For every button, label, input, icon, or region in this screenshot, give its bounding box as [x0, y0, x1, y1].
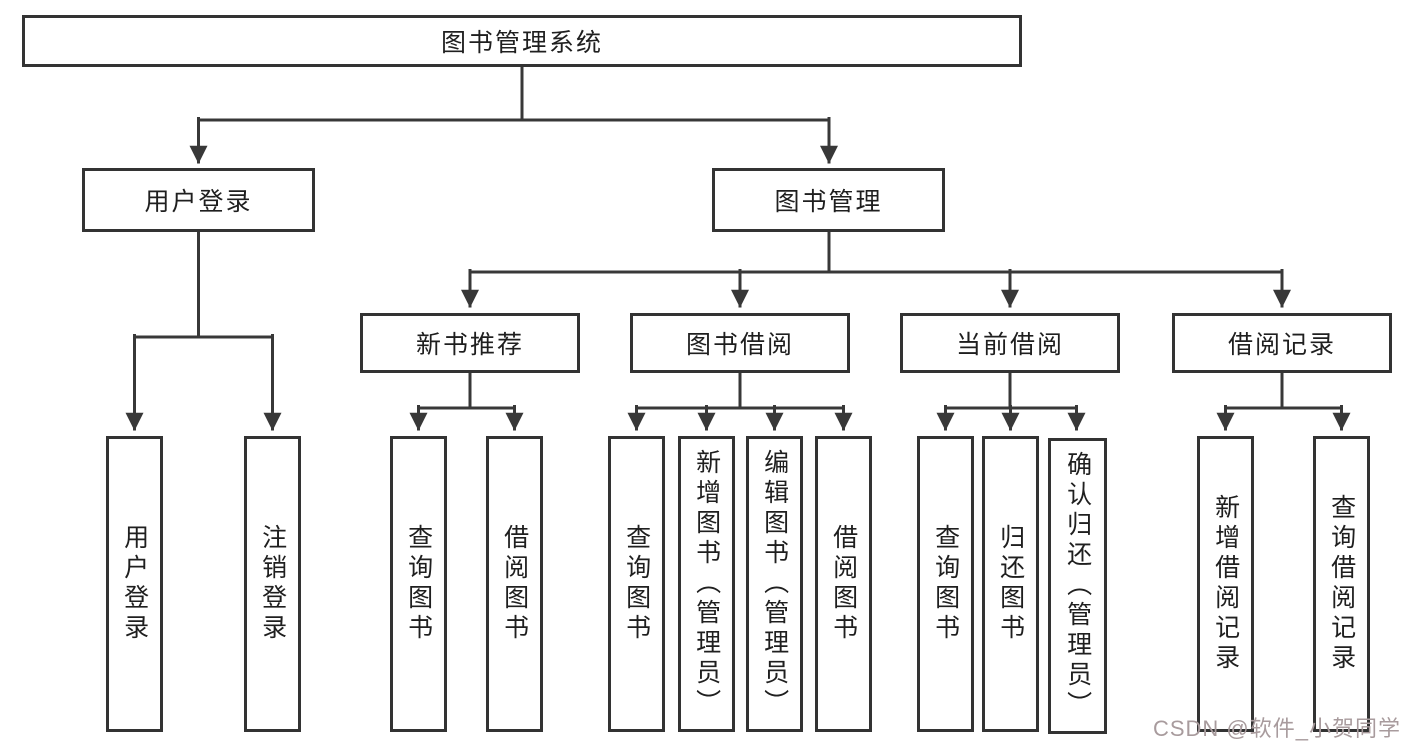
leaf-records-add-record-label: 新增借阅记录 — [1211, 494, 1240, 674]
leaf-recommend-borrow-books: 借阅图书 — [486, 436, 543, 732]
node-root-label: 图书管理系统 — [440, 29, 603, 57]
wire-records-to-leaves — [1216, 371, 1351, 431]
leaf-borrowing-borrow-books-label: 借阅图书 — [829, 524, 858, 644]
wire-book-management-to-level3 — [461, 230, 1291, 308]
node-book-management-label: 图书管理 — [774, 188, 883, 216]
leaf-current-query-books: 查询图书 — [917, 436, 974, 732]
leaf-borrowing-query-books-label: 查询图书 — [622, 524, 651, 644]
node-current-borrowing-label: 当前借阅 — [955, 331, 1064, 359]
node-root: 图书管理系统 — [22, 15, 1022, 67]
leaf-borrowing-borrow-books: 借阅图书 — [815, 436, 872, 732]
leaf-borrowing-query-books: 查询图书 — [608, 436, 665, 732]
node-book-borrowing: 图书借阅 — [630, 313, 850, 373]
leaf-logout-label: 注销登录 — [258, 524, 287, 644]
leaf-current-return-books-label: 归还图书 — [996, 524, 1025, 644]
node-new-book-recommend: 新书推荐 — [360, 313, 580, 373]
node-book-borrowing-label: 图书借阅 — [685, 331, 794, 359]
leaf-records-add-record: 新增借阅记录 — [1197, 436, 1254, 732]
node-new-book-recommend-label: 新书推荐 — [415, 331, 524, 359]
leaf-borrowing-add-books-admin-label: 新增图书（管理员） — [692, 449, 721, 719]
leaf-user-login-label: 用户登录 — [120, 524, 149, 644]
node-user-login: 用户登录 — [82, 168, 315, 232]
leaf-recommend-query-books: 查询图书 — [390, 436, 447, 732]
leaf-current-query-books-label: 查询图书 — [931, 524, 960, 644]
leaf-borrowing-edit-books-admin-label: 编辑图书（管理员） — [760, 449, 789, 719]
node-borrow-records: 借阅记录 — [1172, 313, 1392, 373]
node-borrow-records-label: 借阅记录 — [1227, 331, 1336, 359]
wire-current-to-leaves — [936, 371, 1086, 431]
leaf-borrowing-add-books-admin: 新增图书（管理员） — [678, 436, 735, 732]
leaf-recommend-borrow-books-label: 借阅图书 — [500, 524, 529, 644]
leaf-borrowing-edit-books-admin: 编辑图书（管理员） — [746, 436, 803, 732]
node-current-borrowing: 当前借阅 — [900, 313, 1120, 373]
leaf-user-login: 用户登录 — [106, 436, 163, 732]
leaf-current-confirm-return-admin: 确认归还（管理员） — [1048, 438, 1107, 734]
wire-recommend-to-leaves — [409, 371, 524, 431]
leaf-logout: 注销登录 — [244, 436, 301, 732]
wire-user-login-to-leaves — [125, 230, 282, 431]
leaf-recommend-query-books-label: 查询图书 — [404, 524, 433, 644]
watermark-text: CSDN @软件_小贺同学 — [1152, 716, 1401, 741]
wire-borrowing-to-leaves — [627, 371, 853, 431]
leaf-current-confirm-return-admin-label: 确认归还（管理员） — [1063, 451, 1092, 721]
node-book-management: 图书管理 — [712, 168, 945, 232]
node-user-login-label: 用户登录 — [144, 188, 253, 216]
wire-root-to-level2 — [189, 65, 838, 164]
leaf-current-return-books: 归还图书 — [982, 436, 1039, 732]
leaf-records-query-record-label: 查询借阅记录 — [1327, 494, 1356, 674]
leaf-records-query-record: 查询借阅记录 — [1313, 436, 1370, 732]
